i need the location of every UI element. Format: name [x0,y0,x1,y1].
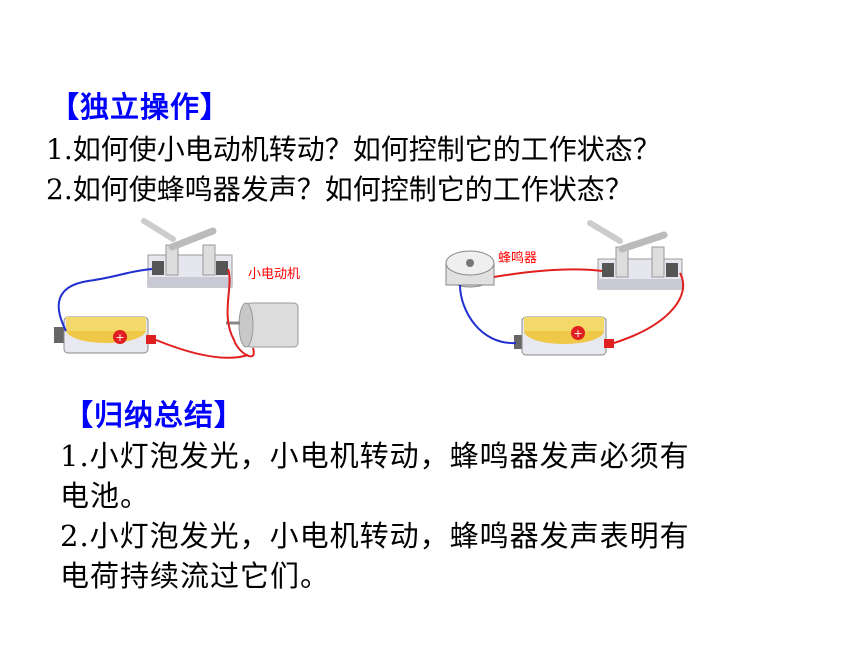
question-1: 1.如何使小电动机转动？如何控制它的工作状态？ [46,133,661,166]
buzzer-circuit-diagram: 蜂鸣器 + [445,220,685,356]
question-2: 2.如何使蜂鸣器发声？如何控制它的工作状态？ [46,173,633,206]
summary-line-3: 2.小灯泡发光，小电机转动，蜂鸣器发声表明有 [60,519,690,553]
summary-line-4: 电荷持续流过它们。 [60,559,331,593]
buzzer-label: 蜂鸣器 [498,250,537,266]
section-heading-independent-operation: 【独立操作】 [50,90,231,124]
summary-line-2: 电池。 [60,479,151,513]
svg-text:+: + [115,331,124,344]
motor-label: 小电动机 [248,267,300,282]
svg-text:+: + [573,327,582,340]
motor-circuit-diagram: + 小电动机 [54,218,300,359]
summary-line-1: 1.小灯泡发光，小电机转动，蜂鸣器发声必须有 [60,439,690,473]
section-heading-summary: 【归纳总结】 [64,398,245,432]
